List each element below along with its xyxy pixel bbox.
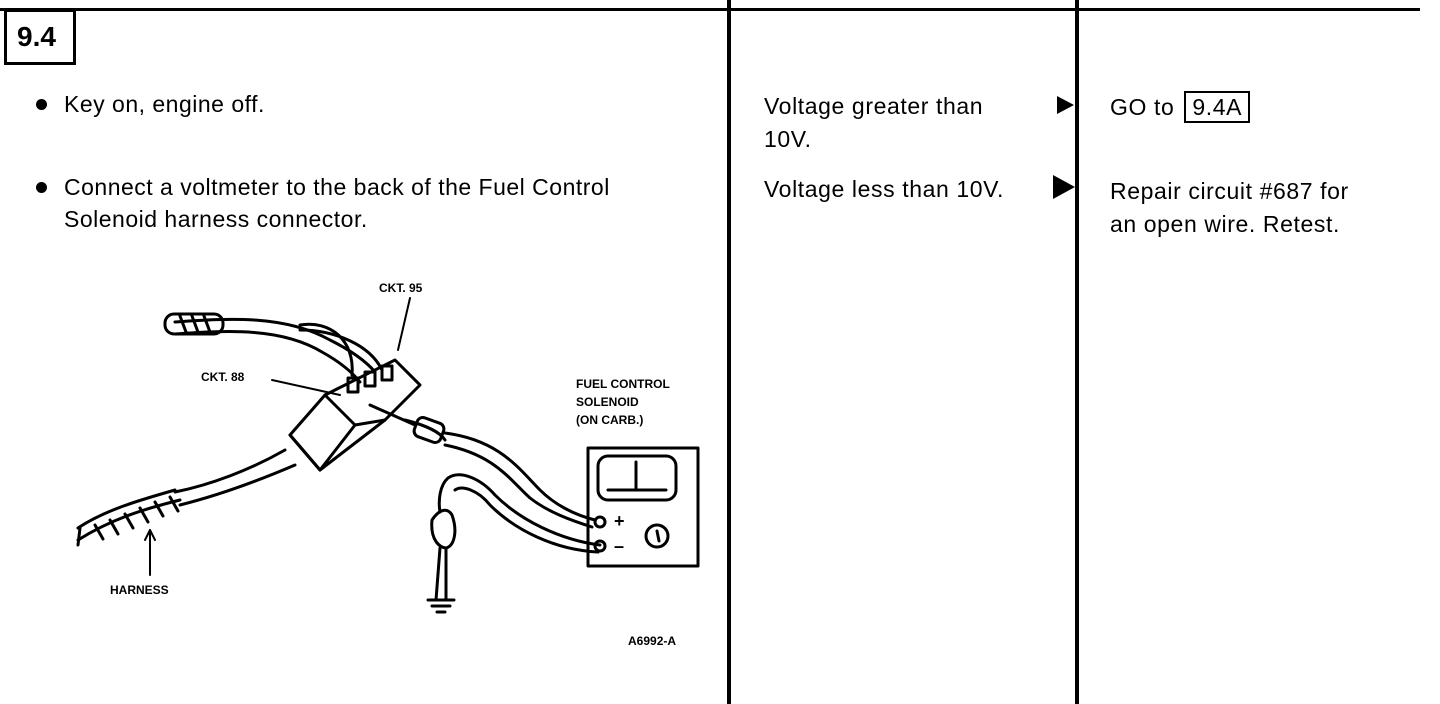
arrow-right-icon xyxy=(1053,175,1075,199)
step-reference-link[interactable]: 9.4A xyxy=(1184,91,1251,123)
arrow-right-icon xyxy=(1057,96,1074,114)
label-solenoid-line1: FUEL CONTROL xyxy=(576,377,670,391)
result-condition: Voltage greater than 10V. xyxy=(764,93,984,152)
column-divider-1 xyxy=(727,0,731,704)
voltmeter-connection-diagram: CKT. 95 CKT. 88 FUEL CONTROL SOLENOID (O… xyxy=(76,281,700,648)
label-solenoid-line2: SOLENOID xyxy=(576,395,639,409)
label-ckt-88: CKT. 88 xyxy=(201,370,245,384)
result-condition: Voltage less than 10V. xyxy=(764,176,1004,202)
bullet-icon xyxy=(36,99,47,110)
instruction-item: Connect a voltmeter to the back of the F… xyxy=(36,171,664,235)
label-harness: HARNESS xyxy=(110,583,169,597)
result-action: Repair circuit #687 for an open wire. Re… xyxy=(1110,178,1349,237)
step-number: 9.4 xyxy=(4,9,76,65)
label-plus: + xyxy=(614,511,625,531)
column-divider-2 xyxy=(1075,0,1079,704)
label-ckt-95: CKT. 95 xyxy=(379,281,423,295)
label-minus: – xyxy=(614,536,624,556)
figure-id: A6992-A xyxy=(628,634,676,648)
instruction-item: Key on, engine off. xyxy=(36,88,664,120)
bullet-icon xyxy=(36,182,47,193)
instruction-text: Connect a voltmeter to the back of the F… xyxy=(64,174,610,232)
instruction-text: Key on, engine off. xyxy=(64,91,265,117)
top-rule xyxy=(0,8,1420,11)
label-solenoid-line3: (ON CARB.) xyxy=(576,413,643,427)
action-prefix: GO to xyxy=(1110,94,1175,120)
result-action: GO to 9.4A xyxy=(1110,91,1430,124)
